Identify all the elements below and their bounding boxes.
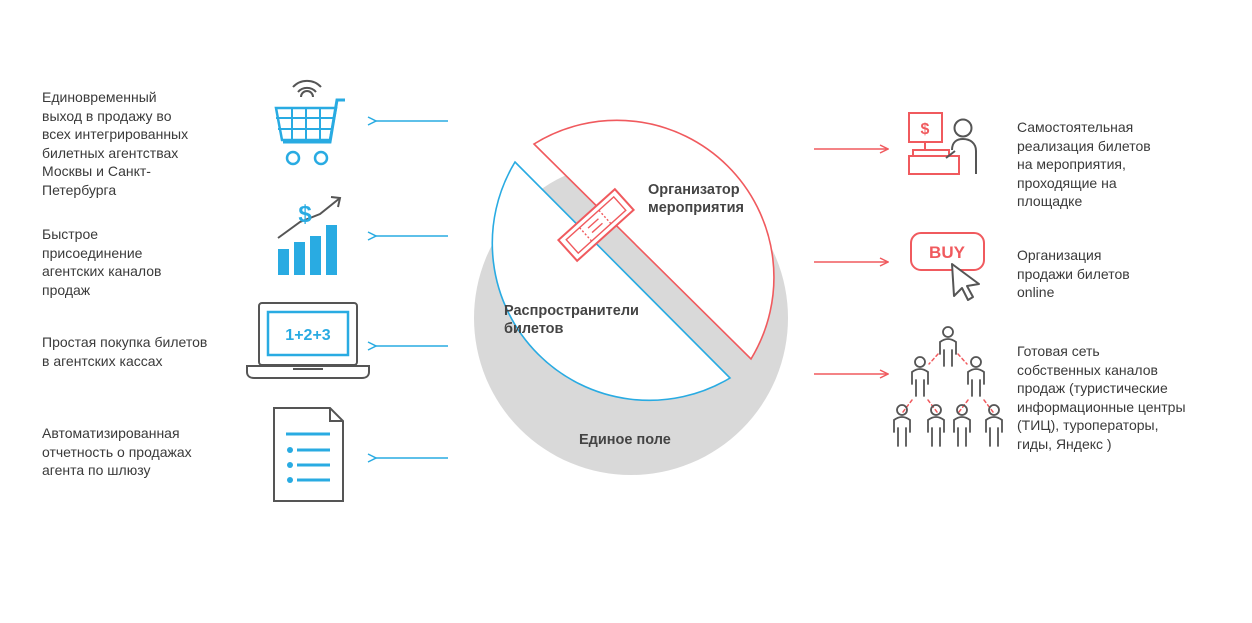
- left-item-2-text: Быстрое присоединение агентских каналов …: [42, 226, 162, 298]
- organizer-label: Организатор мероприятия: [648, 182, 744, 216]
- right-item-1-text: Самостоятельная реализация билетов на ме…: [1017, 119, 1151, 209]
- report-document-icon: [273, 407, 344, 502]
- unified-field-circle: [474, 119, 788, 475]
- buy-button-icon: BUY: [910, 232, 985, 301]
- organizer-segment: [532, 119, 775, 361]
- distributors-label: Распространители билетов: [504, 303, 639, 337]
- svg-text:1+2+3: 1+2+3: [285, 327, 330, 344]
- network-people-icon: [893, 326, 1003, 447]
- left-arrows: [376, 121, 448, 458]
- shopping-cart-wifi-icon: [274, 79, 345, 166]
- cashier-icon: $: [908, 112, 977, 175]
- right-item-2-text: Организация продажи билетов online: [1017, 247, 1130, 300]
- ticket-icon: [556, 187, 636, 263]
- growth-chart-dollar-icon: $: [277, 196, 342, 275]
- unified-field-label: Единое поле: [579, 432, 671, 448]
- svg-text:BUY: BUY: [929, 243, 966, 262]
- distributors-segment: [491, 160, 732, 402]
- right-arrows: [814, 149, 888, 374]
- left-item-4-text: Автоматизированная отчетность о продажах…: [42, 425, 192, 478]
- svg-text:$: $: [298, 201, 312, 228]
- laptop-icon: 1+2+3: [246, 302, 370, 379]
- left-item-1-text: Единовременный выход в продажу во всех и…: [42, 89, 189, 198]
- svg-text:$: $: [921, 121, 930, 138]
- right-item-3-text: Готовая сеть собственных каналов продаж …: [1017, 343, 1186, 452]
- left-item-3-text: Простая покупка билетов в агентских касс…: [42, 334, 208, 369]
